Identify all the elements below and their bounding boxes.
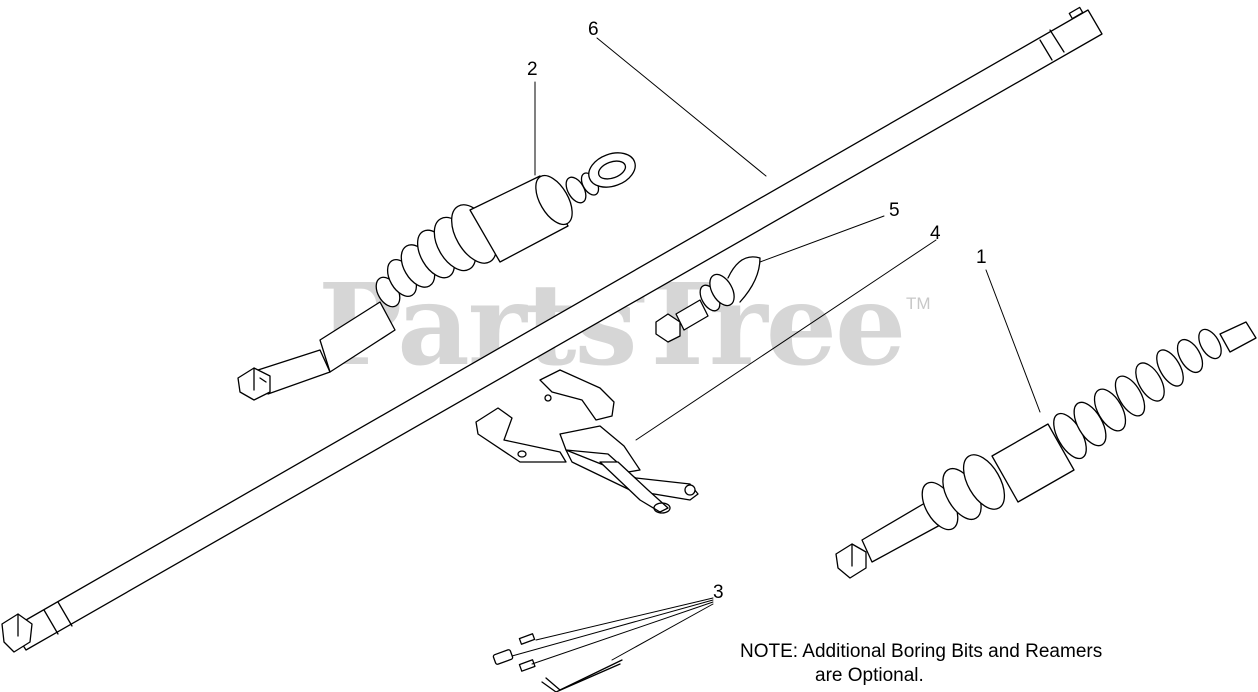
- leader-4: [635, 239, 937, 441]
- part-4-locking-pliers: [475, 369, 699, 514]
- callout-4: 4: [930, 223, 941, 244]
- callout-5: 5: [889, 200, 900, 221]
- trademark-mark: TM: [906, 294, 931, 313]
- note-line-1: NOTE: Additional Boring Bits and Reamers: [740, 641, 1103, 662]
- leader-5: [759, 215, 885, 263]
- leader-6: [596, 37, 767, 177]
- leader-3b: [511, 599, 714, 657]
- part-6-extension-rod: [1, 6, 1103, 653]
- callout-2: 2: [527, 59, 538, 80]
- part-1-boring-bit: [835, 321, 1257, 579]
- part-2-reamer: [237, 152, 636, 401]
- leader-1: [985, 269, 1041, 413]
- note-line-2: are Optional.: [815, 665, 924, 686]
- leader-lines: [511, 37, 1041, 665]
- callout-6: 6: [588, 19, 599, 40]
- leader-3d: [611, 603, 714, 661]
- leader-3a: [535, 597, 714, 641]
- callout-1: 1: [976, 247, 987, 268]
- callout-3: 3: [713, 582, 724, 603]
- leader-3c: [531, 601, 714, 665]
- optional-parts-note: NOTE: Additional Boring Bits and Reamers…: [740, 640, 1102, 688]
- part-3-hardware-kit: [492, 633, 623, 692]
- part-5-coupler: [655, 256, 761, 343]
